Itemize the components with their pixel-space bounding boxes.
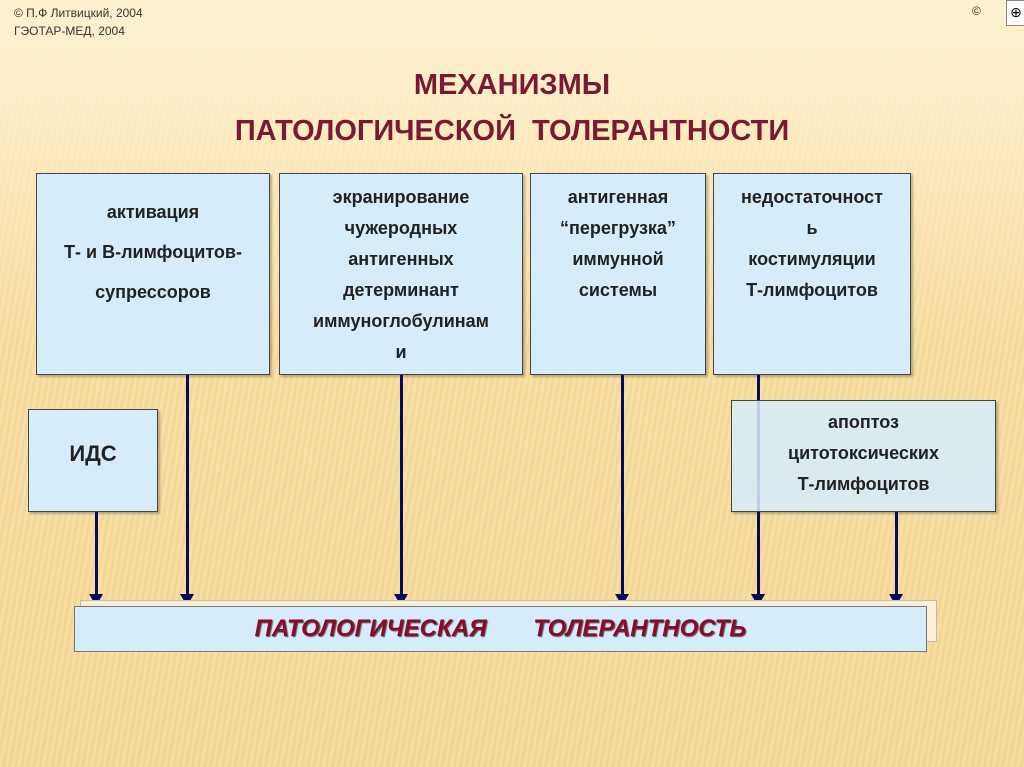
result-box: ПАТОЛОГИЧЕСКАЯ ТОЛЕРАНТНОСТЬ	[74, 606, 927, 652]
publisher-logo-icon: ⊕	[1006, 0, 1024, 26]
box-text: экранирование	[332, 187, 470, 207]
box-text: “перегрузка”	[560, 218, 676, 238]
box-text: антигенная	[567, 187, 669, 207]
arrow	[394, 375, 408, 606]
copyright-publisher: ГЭОТАР-МЕД, 2004	[14, 24, 125, 38]
box-text: Т-лимфоцитов	[746, 280, 878, 300]
box-text: иммуноглобулинам	[313, 311, 489, 331]
arrow	[615, 375, 629, 606]
box-text: цитотоксических	[788, 443, 939, 463]
box-text: супрессоров	[95, 282, 211, 302]
box-text: ь	[806, 218, 818, 238]
box-text: Т-лимфоцитов	[797, 474, 930, 494]
box-text: системы	[578, 280, 658, 300]
box-text: детерминант	[343, 280, 459, 300]
box-text: чужеродных	[344, 218, 458, 238]
box-antigen-overload: антигенная “перегрузка” иммунной системы	[530, 173, 706, 375]
box-text: недостаточност	[741, 187, 883, 207]
box-text: костимуляции	[748, 249, 876, 269]
box-ids: ИДС	[28, 409, 158, 512]
box-text: иммунной	[572, 249, 664, 269]
box-text: ИДС	[69, 441, 117, 466]
title-line1: МЕХАНИЗМЫ	[413, 69, 611, 101]
copyright-author: © П.Ф Литвицкий, 2004	[14, 6, 143, 20]
arrow	[751, 512, 765, 606]
box-text: и	[395, 342, 407, 362]
box-text: антигенных	[348, 249, 454, 269]
arrow	[89, 512, 103, 606]
box-text: Т- и В-лимфоцитов-	[64, 242, 242, 262]
box-text: апоптоз	[827, 412, 900, 432]
title-line2: ПАТОЛОГИЧЕСКОЙ ТОЛЕРАНТНОСТИ	[234, 115, 790, 147]
box-suppressor-activation: активация Т- и В-лимфоцитов-супрессоров	[36, 173, 270, 375]
copyright-symbol: ©	[972, 4, 981, 18]
box-antigen-screening: экранирование чужеродных антигенных детерми…	[279, 173, 523, 375]
arrow	[889, 512, 903, 606]
slide-title: МЕХАНИЗМЫ ПАТОЛОГИЧЕСКОЙ ТОЛЕРАНТНОСТИ	[0, 62, 1024, 154]
arrow	[180, 375, 194, 606]
box-text: активация	[106, 202, 200, 222]
